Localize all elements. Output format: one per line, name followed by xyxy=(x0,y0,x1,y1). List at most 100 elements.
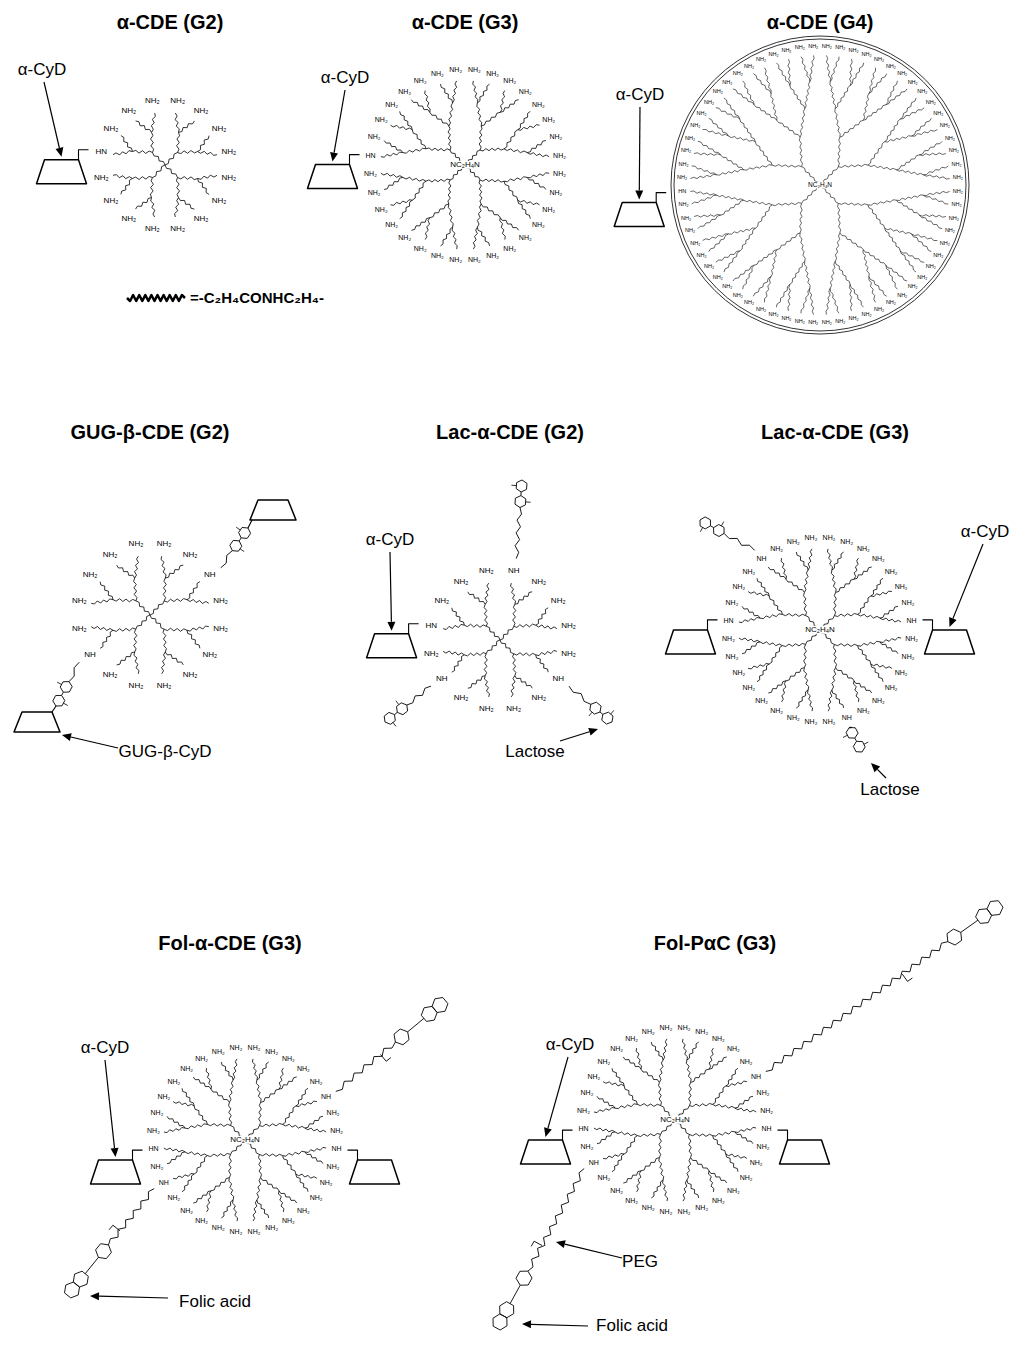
hydroxyl-stub xyxy=(611,710,614,714)
dendron-branch xyxy=(136,198,152,210)
dendron-branch xyxy=(163,578,166,601)
dendron-branch xyxy=(198,151,217,155)
dendron-branch xyxy=(430,204,449,218)
carboxyl-stub xyxy=(902,974,912,981)
amine-label: NH₂ xyxy=(431,70,444,77)
component-label: α-CyD xyxy=(961,523,1010,541)
dendron-branch xyxy=(709,118,729,136)
amine-label: NH₂ xyxy=(742,568,755,575)
dendron-branch xyxy=(689,1134,692,1157)
amine-label: NH₂ xyxy=(757,1090,770,1097)
dendron-branch xyxy=(896,200,919,215)
amine-label: NH₂ xyxy=(945,229,955,235)
pointer-head xyxy=(556,1240,566,1248)
amine-label: NH₂ xyxy=(72,625,87,633)
amine-label: NH₂ xyxy=(532,694,547,702)
amine-label: NH₂ xyxy=(221,173,236,181)
pointer-head xyxy=(111,1148,119,1157)
hydroxyl-stub xyxy=(700,528,702,532)
amine-label: NH₂ xyxy=(895,670,908,677)
amine-label: NH₂ xyxy=(770,545,783,552)
hydroxyl-stub xyxy=(236,527,240,530)
dendron-branch xyxy=(868,200,897,205)
amine-label: NH₂ xyxy=(795,319,805,325)
amine-label: NH₂ xyxy=(449,256,462,263)
amine-label: NH₂ xyxy=(917,89,927,95)
panel-title: α-CDE (G2) xyxy=(117,12,224,33)
amine-label: NH₂ xyxy=(840,538,853,545)
dendron-branch xyxy=(687,1180,699,1198)
dendron-branch xyxy=(117,565,135,578)
dendron-branch xyxy=(854,681,872,693)
dendron-branch xyxy=(384,141,403,153)
dendron-branch xyxy=(100,630,113,648)
dendron-branch xyxy=(481,112,500,126)
amine-label: NH₂ xyxy=(848,48,858,54)
dendron-branch xyxy=(253,1200,257,1221)
amine-label: NH₂ xyxy=(320,1180,333,1187)
ring-structure xyxy=(432,998,448,1013)
dendron-branch xyxy=(283,1156,296,1174)
amine-label: NH₂ xyxy=(151,1163,164,1170)
dendron-branch xyxy=(834,644,857,647)
hydroxyl-stub xyxy=(864,742,868,744)
amine-label: NH₂ xyxy=(742,685,755,692)
dendron-branch xyxy=(411,218,429,231)
dendron-branch xyxy=(757,578,769,596)
dendron-branch xyxy=(167,1152,185,1164)
amine-label: NH₂ xyxy=(248,1228,261,1235)
dendron-branch xyxy=(486,640,500,654)
dendron-branch xyxy=(100,582,113,600)
pointer-head xyxy=(635,191,643,200)
dendron-branch xyxy=(400,200,413,218)
core-label: NC₂H₄N xyxy=(807,182,833,189)
dendron-branch xyxy=(480,179,504,182)
amine-label: NH₂ xyxy=(519,88,532,95)
dendron-branch xyxy=(698,141,721,155)
amine-label: NH₂ xyxy=(733,293,743,299)
dendron-branch xyxy=(755,205,772,228)
glycoside-bond xyxy=(855,738,857,741)
dendron-branch xyxy=(177,132,180,152)
dendron-branch xyxy=(757,664,769,682)
dendron-branch xyxy=(755,142,772,165)
amine-label: NH₂ xyxy=(681,216,691,222)
dendron-branch xyxy=(412,130,426,149)
hydroxyl-stub xyxy=(589,712,592,716)
dendron-branch xyxy=(296,1088,308,1106)
amine-label: NH₂ xyxy=(750,1160,763,1167)
dendron-branch xyxy=(167,1116,185,1128)
dendron-branch xyxy=(527,173,549,178)
dendron-branch xyxy=(257,1178,261,1200)
dendron-branch xyxy=(781,558,786,579)
dendron-branch xyxy=(690,174,716,178)
pointer-line xyxy=(44,82,59,148)
dendron-branch xyxy=(858,614,880,618)
dendron-branch xyxy=(411,100,429,113)
dendron-branch xyxy=(448,126,451,150)
dendron-branch xyxy=(880,637,901,642)
dendron-branch xyxy=(514,624,536,627)
dendron-branch xyxy=(726,1068,738,1086)
dendron-branch xyxy=(717,170,744,176)
cyclodextrin-ring xyxy=(250,500,296,520)
dendron-branch xyxy=(808,549,812,570)
amine-label: NH₂ xyxy=(872,555,885,562)
dendron-branch xyxy=(179,121,195,132)
dendron-branch xyxy=(801,57,810,82)
amine-label: HN xyxy=(148,1145,158,1152)
dendron-branch xyxy=(500,640,514,654)
amine-label: NH₂ xyxy=(885,568,898,575)
dendron-branch xyxy=(283,1106,296,1124)
amine-label: NH₂ xyxy=(685,136,695,142)
amine-label: NH₂ xyxy=(678,202,688,208)
pointer-line xyxy=(531,1324,588,1326)
dendron-branch xyxy=(663,1039,667,1060)
dendron-branch xyxy=(880,618,901,622)
dendron-branch xyxy=(880,606,898,618)
dendron-branch xyxy=(743,265,754,289)
dendron-branch xyxy=(849,284,852,311)
amine-label: NH₂ xyxy=(454,578,469,586)
amine-label: NH₂ xyxy=(195,1217,208,1224)
sugar-chain xyxy=(569,686,591,704)
